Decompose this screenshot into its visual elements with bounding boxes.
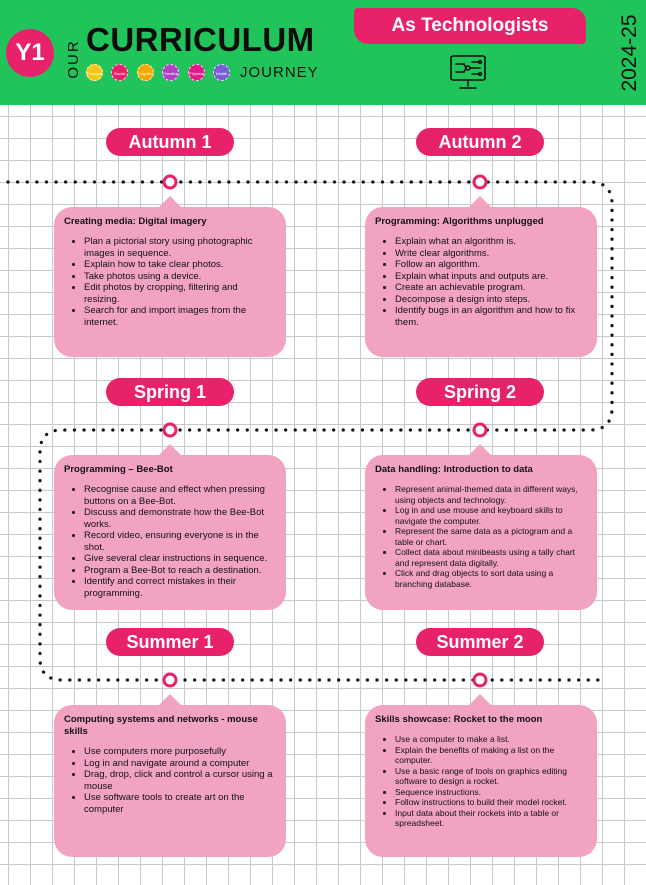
list-item: Explain what inputs and outputs are. <box>395 271 585 283</box>
year-group-badge: Y1 <box>6 29 54 77</box>
objectives-list: Plan a pictorial story using photographi… <box>64 236 274 328</box>
list-item: Take photos using a device. <box>84 271 274 283</box>
list-item: Write clear algorithms. <box>395 248 585 260</box>
list-item: Give several clear instructions in seque… <box>84 553 274 565</box>
term-pill-spring-2: Spring 2 <box>416 378 544 406</box>
milestone-autumn-1 <box>162 174 178 190</box>
list-item: Use a computer to make a list. <box>395 734 585 745</box>
list-item: Decompose a design into steps. <box>395 294 585 306</box>
list-item: Input data about their rockets into a ta… <box>395 808 585 829</box>
list-item: Search for and import images from the in… <box>84 305 274 328</box>
list-item: Explain what an algorithm is. <box>395 236 585 248</box>
milestone-summer-1 <box>162 672 178 688</box>
list-item: Plan a pictorial story using photographi… <box>84 236 274 259</box>
list-item: Use a basic range of tools on graphics e… <box>395 766 585 787</box>
objectives-list: Use a computer to make a list. Explain t… <box>375 734 585 829</box>
objectives-list: Recognise cause and effect when pressing… <box>64 484 274 599</box>
list-item: Log in and use mouse and keyboard skills… <box>395 505 585 526</box>
list-item: Follow instructions to build their model… <box>395 797 585 808</box>
list-item: Explain the benefits of making a list on… <box>395 745 585 766</box>
milestone-summer-2 <box>472 672 488 688</box>
list-item: Record video, ensuring everyone is in th… <box>84 530 274 553</box>
list-item: Collect data about minibeasts using a ta… <box>395 547 585 568</box>
objectives-list: Use computers more purposefully Log in a… <box>64 746 274 815</box>
list-item: Follow an algorithm. <box>395 259 585 271</box>
box-pointer <box>158 196 182 208</box>
list-item: Explain how to take clear photos. <box>84 259 274 271</box>
term-box-spring-1: Programming – Bee-Bot Recognise cause an… <box>54 455 286 610</box>
term-pill-autumn-1: Autumn 1 <box>106 128 234 156</box>
list-item: Identify bugs in an algorithm and how to… <box>395 305 585 328</box>
list-item: Identify and correct mistakes in their p… <box>84 576 274 599</box>
term-pill-summer-1: Summer 1 <box>106 628 234 656</box>
journey-label: JOURNEY <box>240 64 319 81</box>
badge-health: Health <box>213 64 230 81</box>
box-pointer <box>468 444 492 456</box>
term-pill-autumn-2: Autumn 2 <box>416 128 544 156</box>
box-pointer <box>158 444 182 456</box>
term-box-summer-2: Skills showcase: Rocket to the moon Use … <box>365 705 597 857</box>
list-item: Create an achievable program. <box>395 282 585 294</box>
box-title: Programming – Bee-Bot <box>64 464 173 475</box>
header-bar: Y1 OUR CURRICULUM Personal Social Cognit… <box>0 0 646 105</box>
objectives-list: Explain what an algorithm is. Write clea… <box>375 236 585 328</box>
milestone-spring-1 <box>162 422 178 438</box>
term-pill-spring-1: Spring 1 <box>106 378 234 406</box>
list-item: Represent the same data as a pictogram a… <box>395 526 585 547</box>
badge-cognitive: Cognitive <box>137 64 154 81</box>
list-item: Drag, drop, click and control a cursor u… <box>84 769 274 792</box>
box-title: Creating media: Digital imagery <box>64 216 207 227</box>
list-item: Use software tools to create art on the … <box>84 792 274 815</box>
subject-banner: As Technologists <box>354 8 586 44</box>
box-title: Computing systems and networks - mouse s… <box>64 714 258 737</box>
box-title: Data handling: Introduction to data <box>375 464 533 475</box>
box-title: Programming: Algorithms unplugged <box>375 216 544 227</box>
list-item: Sequence instructions. <box>395 787 585 798</box>
box-pointer <box>158 694 182 706</box>
list-item: Represent animal-themed data in differen… <box>395 484 585 505</box>
list-item: Program a Bee-Bot to reach a destination… <box>84 565 274 577</box>
badge-personal: Personal <box>86 64 103 81</box>
list-item: Recognise cause and effect when pressing… <box>84 484 274 507</box>
list-item: Use computers more purposefully <box>84 746 274 758</box>
badge-creative: Creative <box>162 64 179 81</box>
badge-social: Social <box>111 64 128 81</box>
box-pointer <box>468 196 492 208</box>
term-box-autumn-2: Programming: Algorithms unplugged Explai… <box>365 207 597 357</box>
list-item: Edit photos by cropping, filtering and r… <box>84 282 274 305</box>
term-pill-summer-2: Summer 2 <box>416 628 544 656</box>
term-box-autumn-1: Creating media: Digital imagery Plan a p… <box>54 207 286 357</box>
term-box-summer-1: Computing systems and networks - mouse s… <box>54 705 286 857</box>
milestone-autumn-2 <box>472 174 488 190</box>
computer-circuit-icon <box>450 55 486 89</box>
list-item: Discuss and demonstrate how the Bee-Bot … <box>84 507 274 530</box>
list-item: Log in and navigate around a computer <box>84 758 274 770</box>
box-pointer <box>468 694 492 706</box>
objectives-list: Represent animal-themed data in differen… <box>375 484 585 589</box>
term-box-spring-2: Data handling: Introduction to data Repr… <box>365 455 597 610</box>
milestone-spring-2 <box>472 422 488 438</box>
list-item: Click and drag objects to sort data usin… <box>395 568 585 589</box>
box-title: Skills showcase: Rocket to the moon <box>375 714 543 725</box>
badge-physical: Physical <box>188 64 205 81</box>
curriculum-title: CURRICULUM <box>86 21 315 58</box>
